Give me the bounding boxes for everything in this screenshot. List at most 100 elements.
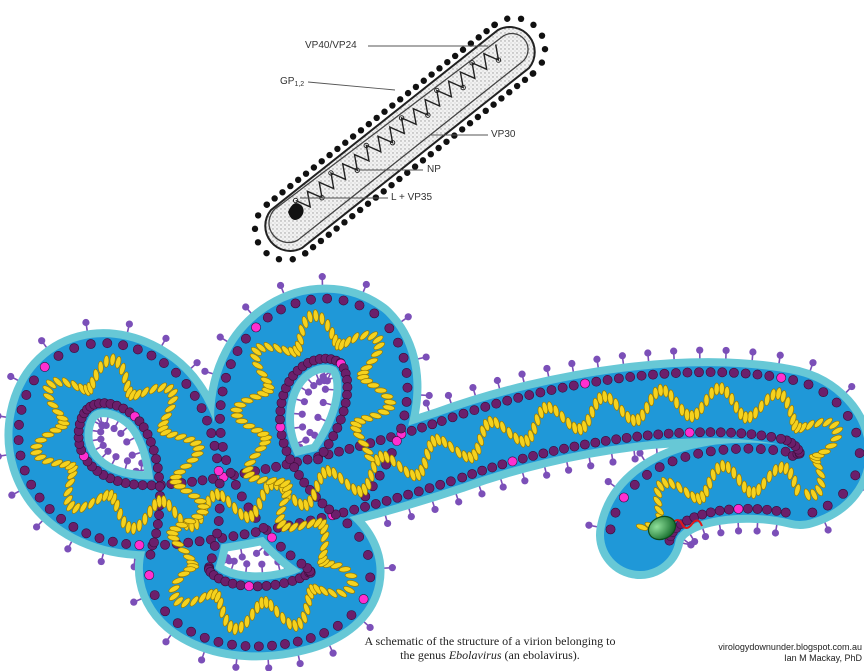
matrix-bead bbox=[227, 640, 236, 649]
matrix-bead bbox=[425, 484, 434, 493]
matrix-bead bbox=[56, 514, 65, 523]
matrix-bead bbox=[660, 369, 669, 378]
glycoprotein-spike-head bbox=[735, 527, 742, 534]
glycoprotein-spike-head bbox=[363, 281, 370, 288]
matrix-bead bbox=[218, 387, 227, 396]
matrix-bead bbox=[215, 414, 224, 423]
top-spike bbox=[350, 133, 356, 139]
matrix-bead bbox=[719, 445, 728, 454]
matrix-bead bbox=[146, 437, 155, 446]
top-spike bbox=[460, 47, 466, 53]
glycoprotein-spike-head bbox=[670, 348, 677, 355]
matrix-bead bbox=[549, 446, 558, 455]
matrix-bead bbox=[263, 313, 272, 322]
matrix-bead bbox=[437, 416, 446, 425]
top-spike bbox=[334, 146, 340, 152]
glycoprotein-spike-head bbox=[231, 558, 238, 565]
matrix-bead bbox=[207, 429, 216, 438]
top-spike bbox=[504, 16, 510, 22]
top-spike bbox=[303, 170, 309, 176]
top-spike bbox=[444, 59, 450, 65]
matrix-bead bbox=[371, 499, 380, 508]
glycoprotein-spike-head bbox=[455, 498, 462, 505]
matrix-bead bbox=[313, 455, 322, 464]
matrix-bead bbox=[681, 452, 690, 461]
matrix-bead bbox=[744, 444, 753, 453]
matrix-bead bbox=[231, 480, 240, 489]
matrix-bead bbox=[767, 432, 776, 441]
matrix-bead bbox=[488, 463, 497, 472]
top-spike bbox=[279, 189, 285, 195]
nucleocapsid-coil-segment bbox=[733, 401, 739, 413]
matrix-bead bbox=[392, 436, 401, 445]
caption-suffix: (an ebolavirus). bbox=[505, 648, 580, 662]
glycoprotein-spike-head bbox=[320, 399, 327, 406]
matrix-bead bbox=[267, 533, 276, 542]
glycoprotein-spike-head bbox=[500, 483, 507, 490]
nucleocapsid-coil-segment bbox=[244, 615, 250, 627]
matrix-bead bbox=[492, 399, 501, 408]
nucleocapsid-coil-segment bbox=[325, 319, 331, 331]
matrix-bead bbox=[17, 405, 26, 414]
nucleocapsid-coil-segment bbox=[714, 383, 719, 395]
matrix-bead bbox=[626, 372, 635, 381]
glycoprotein-spike-head bbox=[104, 448, 111, 455]
matrix-bead bbox=[498, 460, 507, 469]
matrix-bead bbox=[355, 532, 364, 541]
matrix-bead bbox=[753, 504, 762, 513]
top-spike bbox=[436, 65, 442, 71]
nucleocapsid-coil-segment bbox=[98, 361, 104, 373]
matrix-bead bbox=[212, 454, 221, 463]
matrix-bead bbox=[547, 385, 556, 394]
top-spike bbox=[276, 256, 282, 262]
top-spike bbox=[498, 95, 504, 101]
top-spike bbox=[252, 226, 258, 232]
top-spike bbox=[349, 213, 355, 219]
matrix-bead bbox=[832, 398, 841, 407]
matrix-bead bbox=[396, 424, 405, 433]
matrix-bead bbox=[715, 506, 724, 515]
matrix-bead bbox=[675, 428, 684, 437]
matrix-bead bbox=[370, 309, 379, 318]
matrix-bead bbox=[254, 642, 263, 651]
top-spike bbox=[358, 127, 364, 133]
glycoprotein-spike-head bbox=[319, 273, 326, 280]
matrix-bead bbox=[804, 380, 813, 389]
matrix-bead bbox=[414, 487, 423, 496]
matrix-bead bbox=[808, 508, 817, 517]
matrix-bead bbox=[612, 435, 621, 444]
matrix-bead bbox=[852, 428, 861, 437]
glycoprotein-spike-head bbox=[753, 527, 760, 534]
matrix-bead bbox=[210, 541, 219, 550]
glycoprotein-spike-head bbox=[33, 523, 40, 530]
matrix-bead bbox=[724, 505, 733, 514]
matrix-bead bbox=[216, 428, 225, 437]
glycoprotein-spike-head bbox=[494, 377, 501, 384]
matrix-bead bbox=[152, 529, 161, 538]
matrix-bead bbox=[633, 432, 642, 441]
matrix-bead bbox=[403, 490, 412, 499]
top-spike bbox=[287, 183, 293, 189]
nucleocapsid-coil-segment bbox=[236, 418, 248, 423]
matrix-bead bbox=[244, 582, 253, 591]
matrix-bead bbox=[339, 407, 348, 416]
glycoprotein-spike-head bbox=[126, 320, 133, 327]
matrix-bead bbox=[159, 358, 168, 367]
matrix-bead bbox=[35, 493, 44, 502]
matrix-bead bbox=[478, 466, 487, 475]
matrix-bead bbox=[306, 295, 315, 304]
glycoprotein-spike-head bbox=[521, 477, 528, 484]
matrix-bead bbox=[303, 455, 312, 464]
matrix-bead bbox=[103, 339, 112, 348]
matrix-bead bbox=[570, 442, 579, 451]
label-gp-subscript: 1,2 bbox=[294, 81, 304, 88]
glycoprotein-spike-head bbox=[130, 599, 137, 606]
top-spike bbox=[333, 225, 339, 231]
matrix-bead bbox=[355, 301, 364, 310]
matrix-bead bbox=[86, 339, 95, 348]
matrix-bead bbox=[428, 420, 437, 429]
matrix-bead bbox=[202, 416, 211, 425]
top-spike bbox=[459, 126, 465, 132]
label-gp: GP1,2 bbox=[280, 76, 304, 88]
matrix-bead bbox=[149, 538, 158, 547]
